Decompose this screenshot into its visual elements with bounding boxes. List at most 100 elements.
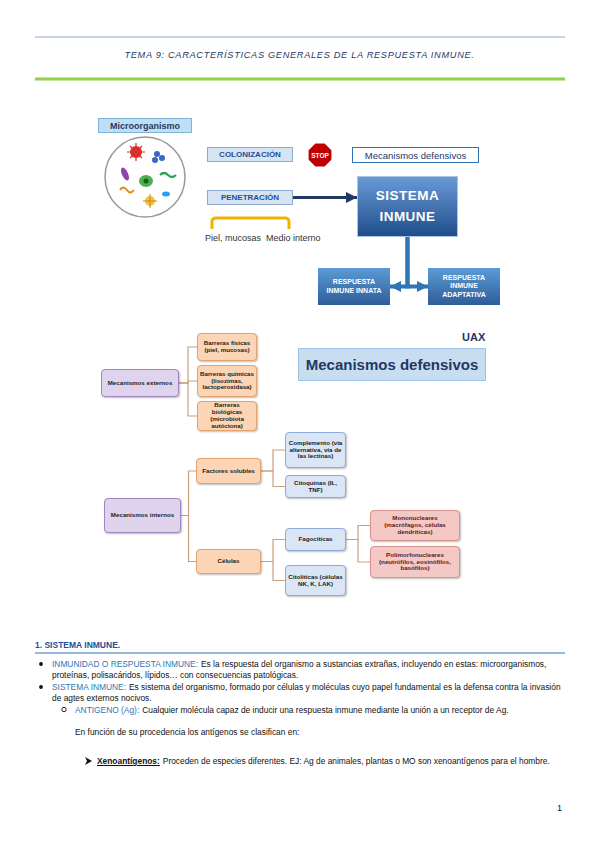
cocci <box>154 151 160 157</box>
connector <box>408 237 429 287</box>
bacterium <box>162 192 170 197</box>
connector <box>261 450 285 471</box>
group-box: Barreras biológicas (microbiota autócton… <box>197 401 257 431</box>
paragraph: En función de su procedencia los antígen… <box>75 727 565 738</box>
node-text: Mecanismos defensivos <box>306 356 479 373</box>
bracket-label: Piel, mucosas <box>205 233 261 243</box>
node-text: Mecanismos defensivos <box>365 150 466 161</box>
paragraph: ANTIGENO (Ag):Cualquier molécula capaz d… <box>75 705 565 716</box>
node-text: Barreras biológicas (microbiota autócton… <box>200 402 254 430</box>
item-box: Fagocíticas <box>285 528 346 551</box>
body-text: En función de su procedencia los antígen… <box>75 727 299 737</box>
body-text: Es sistema del organismo, formado por cé… <box>52 682 561 703</box>
bullet-disc <box>39 662 43 666</box>
step-box: PENETRACIÓN <box>207 190 293 205</box>
connector <box>261 562 285 581</box>
term: SISTEMA INMUNE: <box>52 682 126 692</box>
logo-text: UAX <box>462 331 485 343</box>
system-box: SISTEMA INMUNE <box>357 176 458 237</box>
category-box: Mecanismos internos <box>104 498 181 533</box>
paragraph: INMUNIDAD O RESPUESTA INMUNE:Es la respu… <box>52 659 565 680</box>
group-box: Células <box>196 549 261 574</box>
outline-box: Mecanismos defensivos <box>352 147 479 163</box>
bracket-label: Medio interno <box>266 233 321 243</box>
connector <box>179 381 197 383</box>
term: INMUNIDAD O RESPUESTA INMUNE: <box>52 659 198 669</box>
connector <box>179 347 197 383</box>
connector <box>181 471 196 516</box>
cell-type-box: Polimorfonucleares (neutrófilos, eosinóf… <box>370 546 460 578</box>
connector <box>181 516 196 562</box>
page-number: 1 <box>557 803 562 813</box>
step-box: COLONIZACIÓN <box>207 147 293 162</box>
nucleus <box>144 179 149 184</box>
paragraph: SISTEMA INMUNE:Es sistema del organismo,… <box>52 682 565 703</box>
paragraph: Xenoantígenos:Proceden de especies difer… <box>97 756 565 767</box>
response-box: RESPUESTA INMUNE ADAPTATIVA <box>428 268 500 305</box>
connector <box>179 383 197 416</box>
node-text: Células <box>217 558 239 565</box>
node-text: RESPUESTA INMUNE INNATA <box>320 278 388 294</box>
connector <box>346 540 370 563</box>
node-text: COLONIZACIÓN <box>219 150 281 159</box>
bracket <box>212 218 289 229</box>
node-text: RESPUESTA INMUNE ADAPTATIVA <box>430 274 498 298</box>
spirillum <box>120 188 134 193</box>
octagon-shape <box>308 143 332 167</box>
connector <box>346 526 370 540</box>
section-heading: 1. SISTEMA INMUNE. <box>35 640 120 650</box>
node-text: Citolíticas (células NK, K, LAK) <box>288 574 343 588</box>
group-box: Barreras físicas (piel, mucosas) <box>197 333 257 361</box>
cocci <box>152 157 158 163</box>
node-text: Citoquinas (IL, TNF) <box>288 480 343 494</box>
cell <box>139 175 153 187</box>
bullet-disc <box>39 685 43 689</box>
cocci <box>159 155 165 161</box>
heading-rule <box>35 653 565 654</box>
node-text: Mecanismos externos <box>108 380 173 387</box>
node-text: Mecanismos internos <box>111 512 174 519</box>
microbe-illustration <box>119 143 176 208</box>
body-text: Cualquier molécula capaz de inducir una … <box>142 705 508 715</box>
connector <box>390 237 408 287</box>
term: Xenoantígenos: <box>97 756 160 766</box>
node-text: Mononucleares (macrófagos, células dendr… <box>373 515 457 536</box>
group-box: Factores solubles <box>196 458 261 484</box>
body-text: Proceden de especies diferentes. EJ: Ag … <box>163 756 550 766</box>
connector <box>261 471 285 487</box>
title-box: Mecanismos defensivos <box>298 348 486 381</box>
term: ANTIGENO (Ag): <box>75 705 139 715</box>
bacillus <box>119 166 130 181</box>
node-text: Factores solubles <box>202 468 255 475</box>
stop-sign: STOP <box>307 142 333 168</box>
label-box: Microorganismo <box>98 118 192 133</box>
cell-type-box: Mononucleares (macrófagos, células dendr… <box>370 510 460 541</box>
node-text: SISTEMA INMUNE <box>360 186 455 228</box>
microbe-circle <box>105 137 185 217</box>
fungus-hyphae <box>143 194 157 208</box>
item-box: Complemento (vía alternativa, vía de las… <box>285 432 346 468</box>
node-text: Barreras químicas (lisozimas, lactoperox… <box>200 371 254 392</box>
item-box: Citoquinas (IL, TNF) <box>285 475 346 498</box>
node-text: STOP <box>311 152 329 159</box>
bullet-circle <box>62 707 66 711</box>
connector <box>293 196 357 199</box>
node-text: Complemento (vía alternativa, vía de las… <box>288 440 343 461</box>
header-rule <box>35 37 565 38</box>
virus-spikes <box>127 143 145 161</box>
header-rule <box>35 78 565 81</box>
group-box: Barreras químicas (lisozimas, lactoperox… <box>197 365 257 397</box>
node-text: Fagocíticas <box>298 536 332 543</box>
node-text: PENETRACIÓN <box>221 193 279 202</box>
item-box: Citolíticas (células NK, K, LAK) <box>285 565 346 596</box>
node-text: Microorganismo <box>110 121 180 131</box>
node-text: Polimorfonucleares (neutrófilos, eosinóf… <box>373 552 457 573</box>
response-box: RESPUESTA INMUNE INNATA <box>318 268 390 305</box>
node-text: Barreras físicas (piel, mucosas) <box>200 340 254 354</box>
category-box: Mecanismos externos <box>101 369 179 397</box>
page-title: TEMA 9: CARACTERÍSTICAS GENERALES DE LA … <box>0 50 599 60</box>
spirochete <box>160 173 176 177</box>
